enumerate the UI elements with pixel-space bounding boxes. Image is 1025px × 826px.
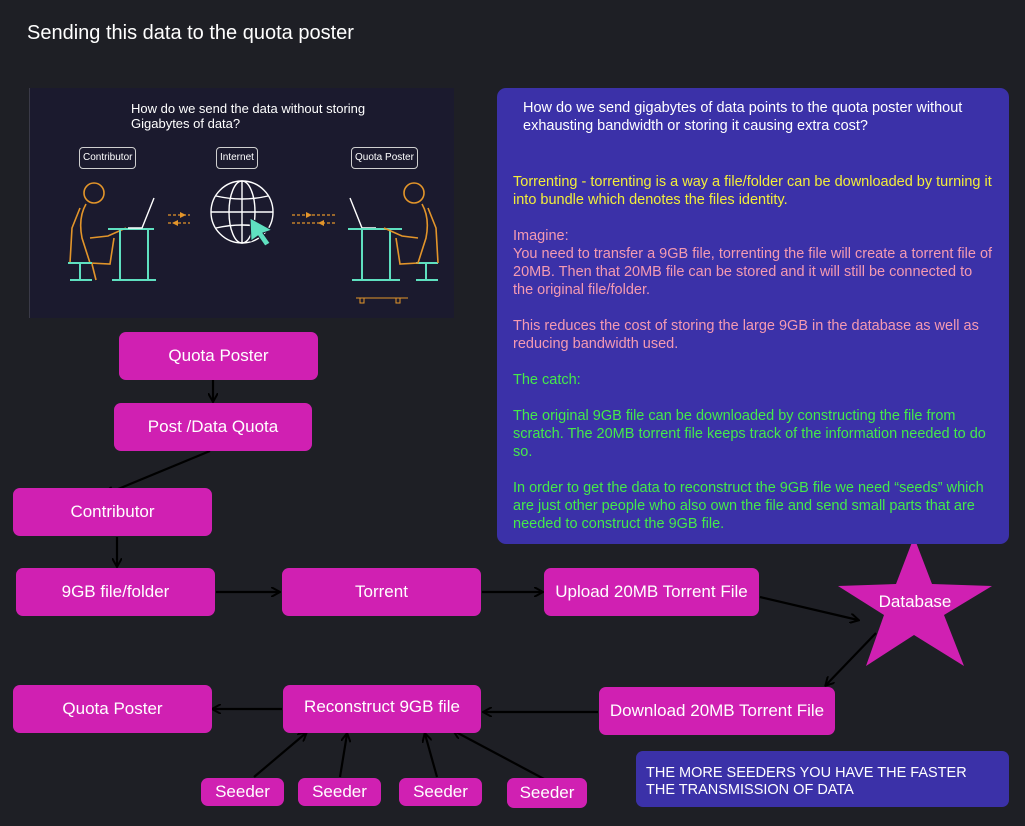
seeder-node[interactable]: Seeder bbox=[507, 778, 587, 808]
arrow-seeder3 bbox=[425, 734, 439, 778]
database-label: Database bbox=[878, 592, 952, 611]
file-folder-node[interactable]: 9GB file/folder bbox=[16, 568, 215, 616]
arrow-seeder2 bbox=[338, 734, 347, 778]
illustration-graphic bbox=[68, 180, 439, 304]
seeder-node[interactable]: Seeder bbox=[399, 778, 482, 806]
torrenting-text: Torrenting - torrenting is a way a file/… bbox=[513, 174, 992, 208]
reduces-text: This reduces the cost of storing the lar… bbox=[513, 318, 979, 352]
explanation-panel: How do we send gigabytes of data points … bbox=[497, 88, 1009, 544]
internet-label: Internet bbox=[216, 147, 258, 169]
arrow-post-to-contributor bbox=[106, 449, 211, 494]
imagine-block: Imagine: You need to transfer a 9GB file… bbox=[513, 227, 993, 299]
illustration: How do we send the data without storing … bbox=[29, 88, 454, 318]
quota-poster-top-node[interactable]: Quota Poster bbox=[119, 332, 318, 380]
contributor-figure bbox=[69, 182, 127, 281]
panel-question: How do we send gigabytes of data points … bbox=[523, 100, 963, 134]
quota-poster-bottom-node[interactable]: Quota Poster bbox=[13, 685, 212, 733]
torrent-node[interactable]: Torrent bbox=[282, 568, 481, 616]
quota-poster-figure bbox=[383, 182, 439, 265]
catch-body: The original 9GB file can be downloaded … bbox=[513, 408, 986, 460]
catch-heading: The catch: bbox=[513, 372, 581, 388]
contributor-label: Contributor bbox=[79, 147, 137, 169]
database-star-node[interactable] bbox=[838, 537, 994, 667]
seeds-text: In order to get the data to reconstruct … bbox=[513, 480, 984, 532]
arrow-seeder4 bbox=[454, 731, 547, 781]
contributor-desk bbox=[68, 228, 156, 281]
download-torrent-node[interactable]: Download 20MB Torrent File bbox=[599, 687, 835, 735]
globe-icon bbox=[210, 180, 274, 244]
arrow-upload-to-database bbox=[759, 595, 858, 620]
seeder-node[interactable]: Seeder bbox=[298, 778, 381, 806]
reconstruct-node[interactable]: Reconstruct 9GB file bbox=[283, 685, 481, 733]
upload-torrent-node[interactable]: Upload 20MB Torrent File bbox=[544, 568, 759, 616]
arrow-seeder1 bbox=[253, 733, 306, 778]
cursor-icon bbox=[249, 217, 274, 247]
illustration-question: How do we send the data without storing … bbox=[131, 101, 366, 131]
left-transfer-arrows bbox=[168, 214, 190, 224]
quota-poster-label: Quota Poster bbox=[351, 147, 418, 169]
page-title: Sending this data to the quota poster bbox=[27, 22, 354, 44]
quota-poster-desk bbox=[348, 228, 438, 281]
imagine-body: You need to transfer a 9GB file, torrent… bbox=[513, 246, 993, 298]
right-transfer-arrows bbox=[292, 214, 336, 224]
arrow-database-to-download bbox=[826, 632, 877, 685]
post-data-quota-node[interactable]: Post /Data Quota bbox=[114, 403, 312, 451]
contributor-node[interactable]: Contributor bbox=[13, 488, 212, 536]
seeders-note: THE MORE SEEDERS YOU HAVE THE FASTER THE… bbox=[636, 751, 1009, 807]
imagine-heading: Imagine: bbox=[513, 228, 569, 244]
seeder-node[interactable]: Seeder bbox=[201, 778, 284, 806]
